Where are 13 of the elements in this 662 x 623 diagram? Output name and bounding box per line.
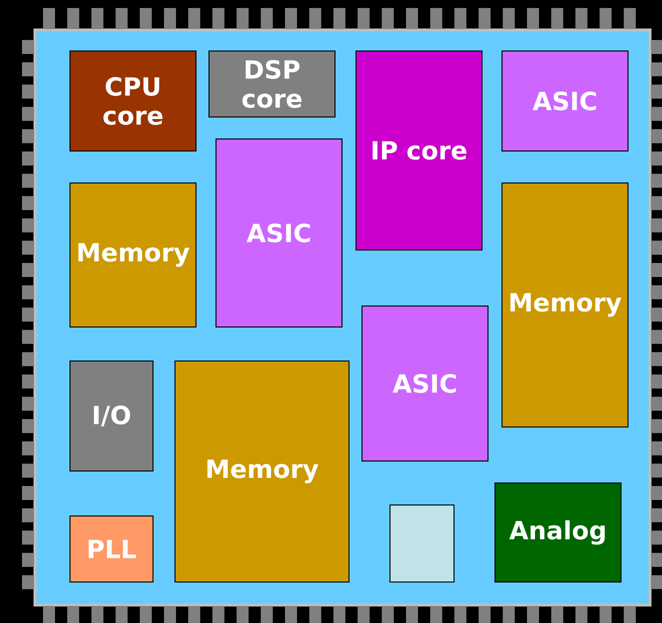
chip-block: IP core [356, 50, 482, 250]
chip-block: I/O [70, 360, 154, 472]
chip-block: ASIC [362, 306, 488, 462]
chip-block: Memory [174, 360, 350, 582]
chip-block: Analog [494, 482, 622, 582]
chip-block: Memory [70, 182, 196, 328]
chip-block: Memory [502, 182, 628, 428]
chip-block: PLL [70, 515, 154, 582]
chip-block: CPU core [70, 50, 196, 152]
chip-block: DSP core [208, 50, 336, 118]
chip-block: ASIC [216, 138, 342, 328]
empty-block [390, 504, 454, 582]
chip-block: ASIC [502, 50, 628, 152]
